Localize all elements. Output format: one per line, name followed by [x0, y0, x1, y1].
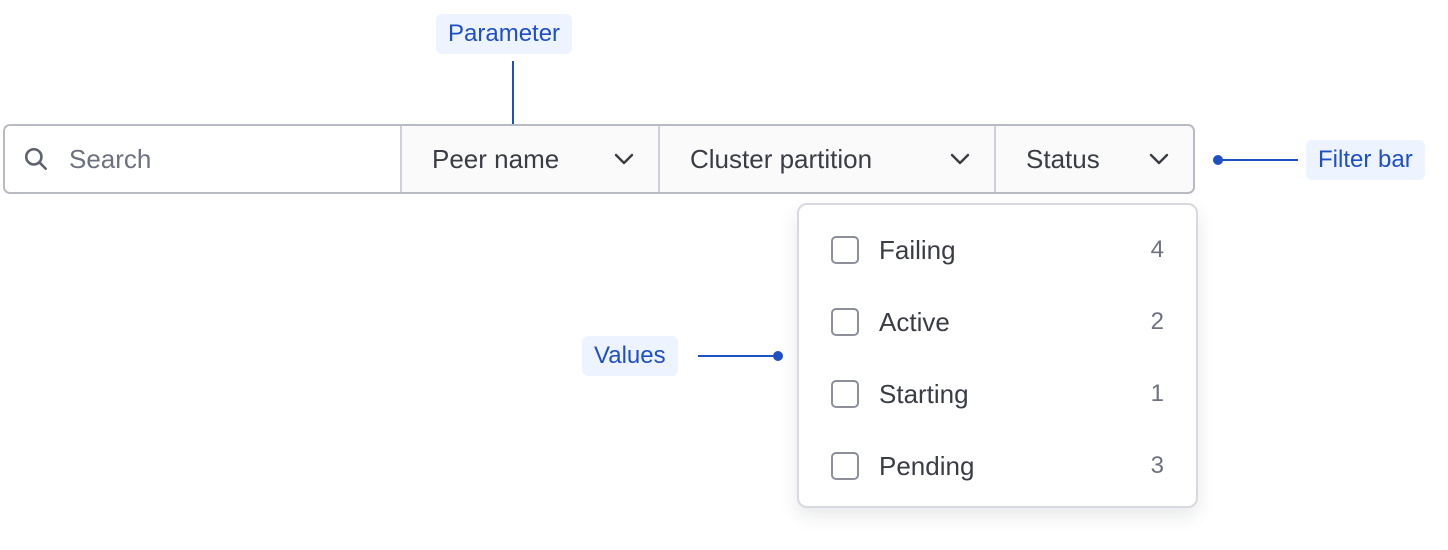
status-option-label: Pending: [879, 450, 975, 481]
chevron-down-icon: [614, 153, 634, 165]
filter-bar: Peer name Cluster partition Status: [3, 124, 1195, 194]
annotation-values-dot: [773, 351, 783, 361]
status-dropdown[interactable]: Status: [996, 126, 1193, 192]
status-option-checkbox[interactable]: [831, 452, 859, 480]
annotation-values-label: Values: [582, 336, 678, 376]
status-option-label: Active: [879, 306, 950, 337]
annotation-filter-bar-label: Filter bar: [1306, 140, 1425, 180]
cluster-partition-dropdown[interactable]: Cluster partition: [660, 126, 996, 192]
status-option-checkbox[interactable]: [831, 380, 859, 408]
cluster-partition-dropdown-label: Cluster partition: [690, 143, 873, 174]
status-option-count: 1: [1150, 380, 1164, 407]
status-option-checkbox[interactable]: [831, 236, 859, 264]
search-field[interactable]: [5, 126, 402, 192]
chevron-down-icon: [1149, 153, 1169, 165]
status-option-count: 4: [1150, 236, 1164, 263]
annotation-parameter-line: [512, 61, 514, 141]
annotation-filter-bar-line: [1218, 159, 1298, 161]
status-option-count: 2: [1150, 308, 1164, 335]
peer-name-dropdown-label: Peer name: [432, 143, 560, 174]
status-option-count: 3: [1150, 452, 1164, 479]
status-option-label: Failing: [879, 234, 956, 265]
annotation-parameter-label: Parameter: [436, 14, 573, 54]
search-icon: [24, 147, 48, 171]
status-option-failing[interactable]: Failing 4: [799, 214, 1196, 286]
status-option-active[interactable]: Active 2: [799, 286, 1196, 358]
search-input[interactable]: [69, 143, 369, 175]
status-option-checkbox[interactable]: [831, 308, 859, 336]
peer-name-dropdown[interactable]: Peer name: [402, 126, 660, 192]
status-option-label: Starting: [879, 378, 969, 409]
status-values-menu: Failing 4 Active 2 Starting 1 Pending 3: [797, 203, 1198, 508]
status-dropdown-label: Status: [1026, 143, 1100, 174]
status-option-starting[interactable]: Starting 1: [799, 358, 1196, 430]
chevron-down-icon: [950, 153, 970, 165]
annotation-values-line: [698, 355, 778, 357]
status-option-pending[interactable]: Pending 3: [799, 430, 1196, 502]
